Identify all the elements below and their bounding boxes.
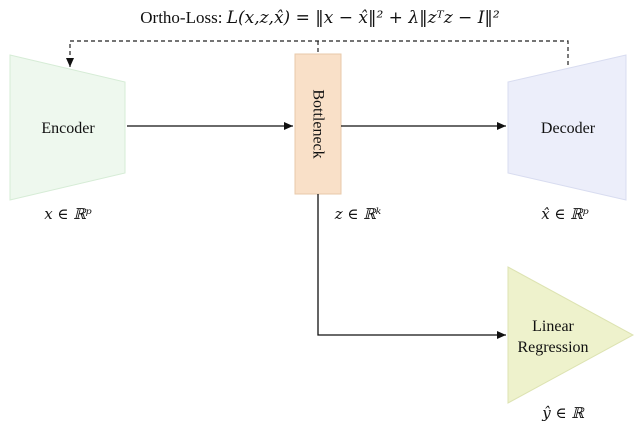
regression-label-line2: Regression	[517, 339, 588, 356]
bottleneck-label: Bottleneck	[310, 89, 327, 158]
bottleneck-to-regression-arrow	[317, 194, 506, 339]
decoder-space: x̂ ∈ ℝᵖ	[541, 205, 589, 223]
loss-expression: L(x,z,x̂) = ‖x − x̂‖² + λ‖zᵀz − I‖²	[226, 8, 500, 28]
encoder-block	[9, 54, 126, 201]
bottleneck-space: z ∈ ℝᵏ	[334, 205, 382, 223]
loss-formula: Ortho-Loss: L(x,z,x̂) = ‖x − x̂‖² + λ‖zᵀ…	[140, 8, 500, 28]
decoder-label: Decoder	[541, 120, 596, 137]
bottleneck-block	[294, 53, 342, 195]
regression-label-line1: Linear	[532, 318, 574, 335]
regression-space: ŷ ∈ ℝ	[541, 404, 585, 422]
loss-feedback-line	[66, 40, 569, 72]
encoder-label: Encoder	[41, 120, 95, 137]
regression-block	[507, 266, 635, 404]
encoder-space: x ∈ ℝᵖ	[44, 205, 92, 223]
decoder-block	[507, 54, 627, 201]
loss-prefix: Ortho-Loss:	[140, 8, 226, 27]
